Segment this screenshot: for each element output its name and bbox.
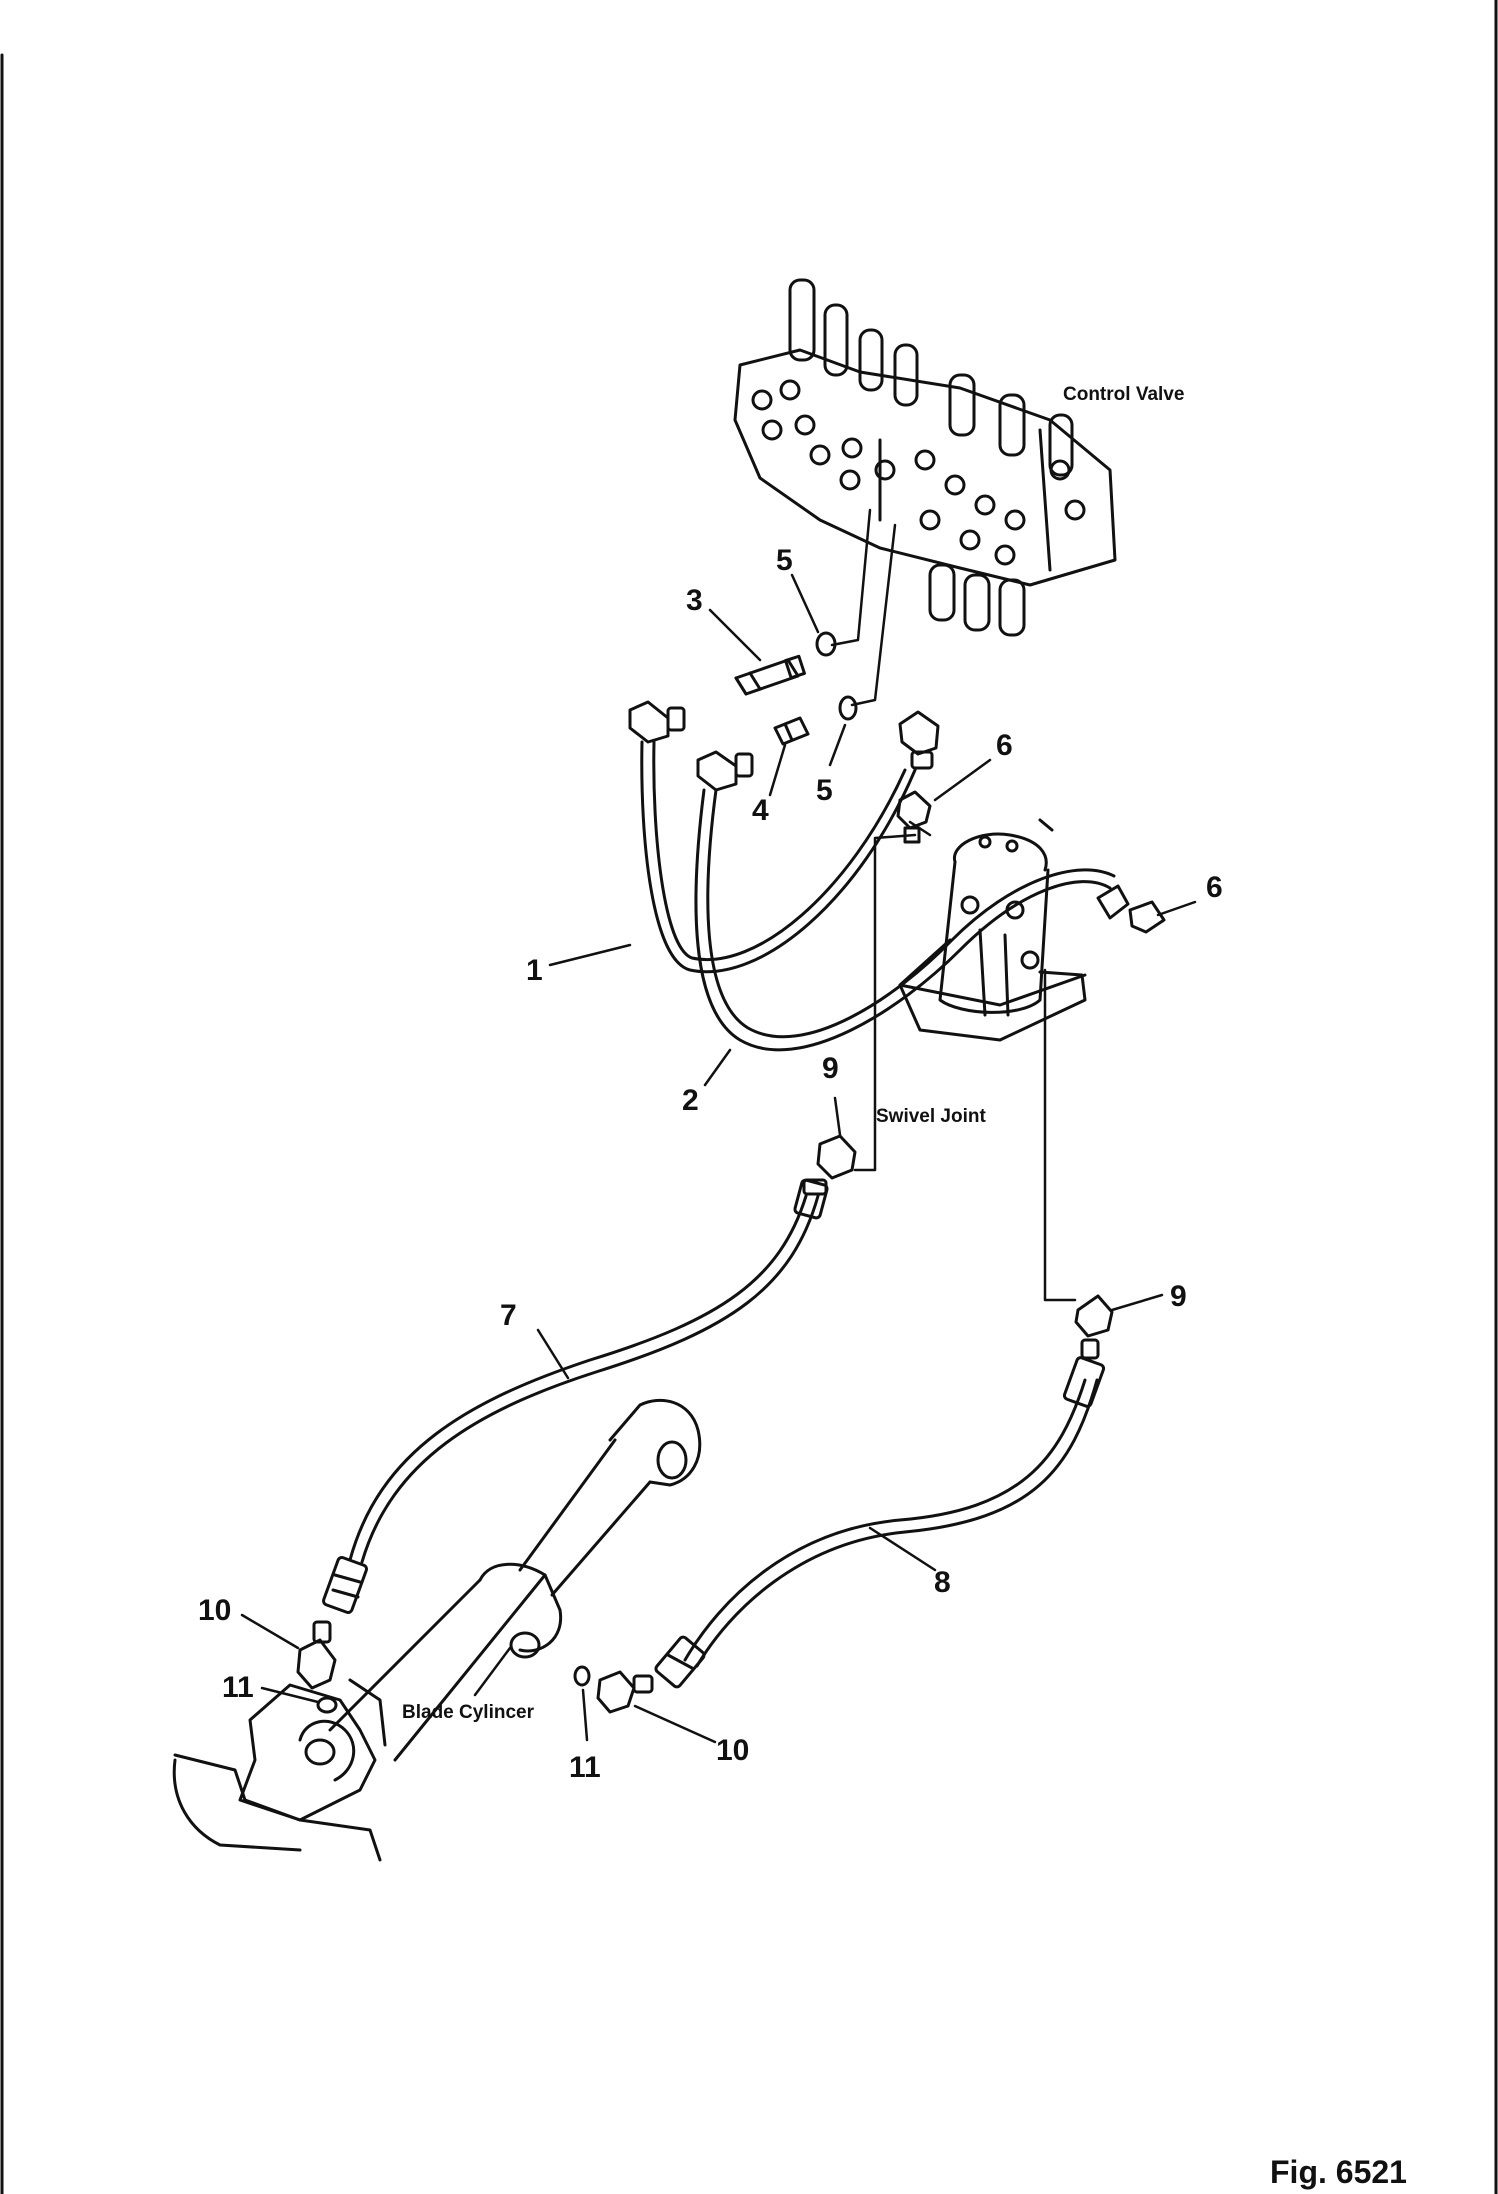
callout-1: 1	[526, 954, 543, 987]
control-valve-drawing	[733, 278, 1117, 637]
part-11-orings	[316, 1665, 591, 1714]
callout-leaders	[240, 573, 1197, 1744]
callout-9b: 9	[1170, 1280, 1187, 1313]
hose-1	[640, 740, 917, 974]
blade-cylinder-label: Blade Cylincer	[402, 1702, 535, 1723]
hose-1-2-fittings	[628, 700, 940, 792]
part-9-fittings	[802, 1134, 1114, 1360]
part-3-fitting	[734, 654, 806, 696]
part-5-orings	[815, 631, 858, 721]
callout-8: 8	[934, 1566, 951, 1599]
part-number-callouts: 1 2 3 4 5 5 6 6 7 8 9 9 10 10 11 11	[198, 544, 1223, 1784]
callout-9a: 9	[822, 1052, 839, 1085]
hose-8	[654, 1356, 1106, 1689]
swivel-leader-lines	[853, 820, 1077, 1302]
callout-6b: 6	[1206, 871, 1223, 904]
hose-2	[694, 788, 1130, 1052]
callout-10b: 10	[716, 1734, 749, 1767]
control-valve-label: Control Valve	[1063, 384, 1184, 405]
callout-4: 4	[752, 794, 769, 827]
component-labels: Control Valve Swivel Joint Blade Cylince…	[402, 384, 1184, 1723]
callout-2: 2	[682, 1084, 699, 1117]
callout-6a: 6	[996, 729, 1013, 762]
blade-cylinder-drawing	[172, 1398, 702, 1862]
figure-label: Fig. 6521	[1270, 2154, 1407, 2190]
swivel-joint-drawing	[898, 818, 1087, 1042]
swivel-joint-label: Swivel Joint	[876, 1106, 986, 1127]
valve-leader-lines	[830, 508, 897, 707]
callout-7: 7	[500, 1299, 517, 1332]
part-10-elbows	[296, 1620, 654, 1714]
part-4-fitting	[773, 716, 810, 746]
callout-3: 3	[686, 584, 703, 617]
part-6-fittings	[896, 790, 1166, 934]
callout-5b: 5	[816, 774, 833, 807]
callout-5a: 5	[776, 544, 793, 577]
callout-11b: 11	[569, 1751, 601, 1784]
callout-11a: 11	[222, 1671, 254, 1704]
callout-10a: 10	[198, 1594, 231, 1627]
hose-7	[321, 1178, 829, 1614]
